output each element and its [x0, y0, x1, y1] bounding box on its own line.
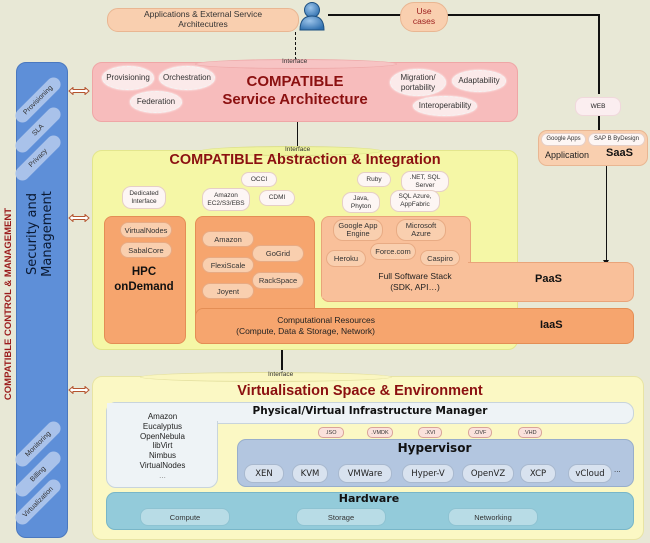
hypervisor-openvz[interactable]: OpenVZ [462, 464, 514, 483]
cloud-interoperability[interactable]: Interoperability [413, 96, 477, 116]
paas-provider-azure[interactable]: Microsoft Azure [396, 219, 446, 241]
manager-list: Amazon Eucalyptus OpenNebula libVirt Nim… [110, 412, 215, 481]
lang-net[interactable]: .NET, SQL Server [401, 171, 449, 192]
iaas-provider-rackspace[interactable]: RackSpace [252, 272, 304, 289]
manager-item: Eucalyptus [142, 421, 183, 431]
abstraction-title: COMPATIBLE Abstraction & Integration [169, 152, 441, 168]
format-vmdk[interactable]: .VMDK [367, 427, 393, 438]
control-management-title: COMPATIBLE CONTROL & MANAGEMENT [3, 207, 14, 401]
cloud-adaptability[interactable]: Adaptability [452, 70, 506, 92]
saas-app-google-apps[interactable]: Google Apps [541, 133, 586, 146]
hypervisor-vcloud[interactable]: vCloud [568, 464, 612, 483]
interface-amazon[interactable]: Amazon EC2/S3/EBS [202, 188, 250, 211]
hypervisor-xen[interactable]: XEN [244, 464, 284, 483]
security-management-title: Security and Management [25, 191, 55, 277]
double-arrow-icon [68, 386, 90, 394]
interface-dedicated[interactable]: Dedicated Interface [122, 186, 166, 209]
iaas-provider-flexiscale[interactable]: FlexiScale [202, 257, 254, 273]
hardware-storage[interactable]: Storage [296, 508, 386, 526]
service-interface-tab [195, 59, 397, 69]
hpc-item-sabalcore[interactable]: SabalCore [120, 242, 172, 258]
manager-joint [107, 403, 227, 421]
applications-box: Applications & External Service Architec… [107, 8, 299, 32]
use-cases-box[interactable]: Use cases [400, 2, 448, 32]
paas-desc-2: (SDK, API…) [390, 282, 440, 292]
format-xvi[interactable]: .XVI [418, 427, 442, 438]
cloud-orchestration[interactable]: Orchestration [159, 66, 215, 90]
saas-to-paas-arrow [606, 164, 607, 262]
hypervisor-vmware[interactable]: VMWare [338, 464, 392, 483]
lang-sql-azure[interactable]: SQL Azure, AppFabric [390, 190, 440, 212]
iaas-provider-joyent[interactable]: Joyent [202, 283, 254, 299]
paas-provider-google[interactable]: Google App Engine [333, 219, 383, 241]
application-label: Application [545, 150, 590, 160]
hypervisor-more: ... [614, 465, 621, 474]
manager-item: OpenNebula [140, 431, 185, 441]
paas-layer-label: PaaS [535, 273, 562, 285]
hpc-item-virtualnodes[interactable]: VirtualNodes [120, 222, 172, 238]
paas-desc-1: Full Software Stack [378, 271, 452, 281]
web-box[interactable]: WEB [575, 97, 621, 116]
web-to-saas-line [598, 114, 600, 132]
saas-app-sap[interactable]: SAP B ByDesign [588, 133, 645, 146]
lang-java[interactable]: Java, Phyton [342, 192, 380, 213]
hardware-title: Hardware [338, 492, 400, 505]
lang-ruby[interactable]: Ruby [357, 172, 391, 187]
interface-label: Interface [285, 146, 311, 153]
user-icon [298, 1, 326, 31]
hardware-compute[interactable]: Compute [140, 508, 230, 526]
interface-cdmi[interactable]: CDMI [259, 190, 295, 206]
format-iso[interactable]: .ISO [318, 427, 344, 438]
hypervisor-title: Hypervisor [397, 441, 472, 455]
user-interface-line [295, 32, 297, 60]
paas-provider-heroku[interactable]: Heroku [326, 250, 366, 267]
iaas-desc-1: Computational Resources [277, 315, 375, 325]
saas-layer-label: SaaS [606, 147, 633, 159]
usecases-to-saas-line [544, 14, 600, 16]
web-label: WEB [590, 102, 606, 110]
iaas-layer-label: IaaS [540, 319, 563, 331]
manager-item: ... [159, 470, 166, 480]
abstraction-to-virt-line [281, 350, 283, 370]
hypervisor-xcp[interactable]: XCP [520, 464, 556, 483]
interface-label: Interface [268, 371, 294, 378]
iaas-provider-amazon[interactable]: Amazon [202, 231, 254, 247]
service-architecture-title-2: Service Architecture [222, 91, 368, 108]
manager-item: VirtualNodes [139, 460, 186, 470]
hpc-title-2: onDemand [114, 281, 174, 293]
service-architecture-title-1: COMPATIBLE [246, 73, 344, 90]
paas-provider-force[interactable]: Force.com [370, 243, 416, 260]
iaas-provider-gogrid[interactable]: GoGrid [252, 245, 304, 262]
service-to-abstraction-line [297, 122, 298, 147]
paas-provider-caspiro[interactable]: Caspiro [420, 250, 460, 266]
infrastructure-manager-title: Physical/Virtual Infrastructure Manager [252, 405, 488, 417]
virtualisation-title: Virtualisation Space & Environment [237, 383, 483, 399]
iaas-desc-2: (Compute, Data & Storage, Network) [236, 326, 375, 336]
double-arrow-icon [68, 214, 90, 222]
use-cases-label: Use cases [412, 6, 436, 26]
virt-interface-tab [140, 372, 392, 382]
interface-label: Interface [282, 58, 308, 65]
cloud-provisioning[interactable]: Provisioning [102, 66, 154, 90]
manager-item: Nimbus [148, 451, 177, 461]
hypervisor-kvm[interactable]: KVM [292, 464, 328, 483]
double-arrow-icon [68, 87, 90, 95]
hypervisor-hyperv[interactable]: Hyper-V [402, 464, 454, 483]
hpc-title-1: HPC [131, 266, 157, 278]
manager-item: Amazon [147, 412, 178, 421]
paas-joint [322, 262, 468, 298]
abstraction-interface-tab [200, 146, 382, 156]
format-vhd[interactable]: .VHD [518, 427, 542, 438]
applications-label: Applications & External Service Architec… [143, 9, 263, 29]
interface-occi[interactable]: OCCI [241, 172, 277, 187]
cloud-federation[interactable]: Federation [130, 91, 182, 113]
format-ovf[interactable]: .OVF [468, 427, 492, 438]
hardware-networking[interactable]: Networking [448, 508, 538, 526]
saas-web-line [598, 14, 600, 94]
cloud-migration-portability[interactable]: Migration/ portability [390, 69, 446, 96]
manager-item: libVirt [152, 441, 173, 451]
iaas-bar [195, 308, 634, 344]
